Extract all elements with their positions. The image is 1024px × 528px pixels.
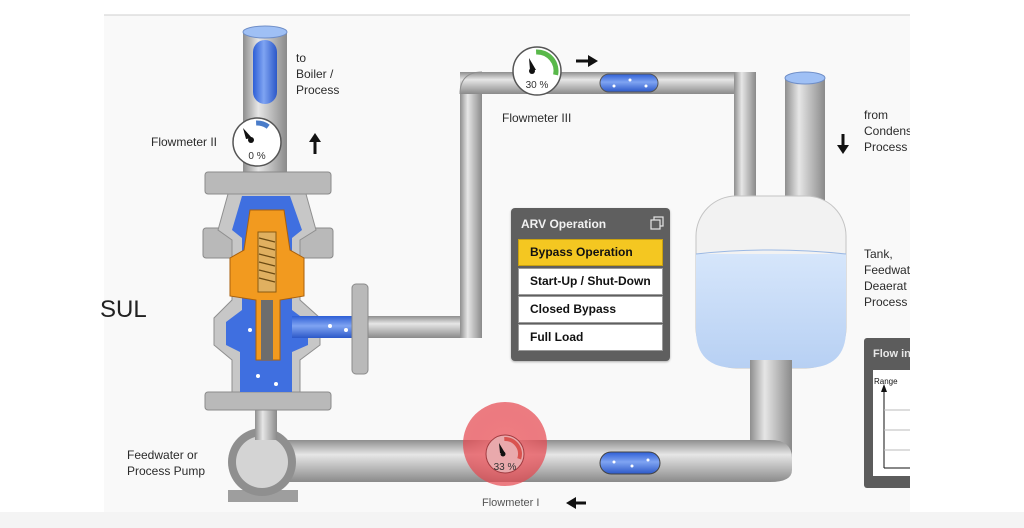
label-from-condensate-line1: from bbox=[864, 108, 888, 122]
feedwater-pump bbox=[228, 410, 298, 502]
label-tank: Tank, Feedwat Deaerat Process bbox=[864, 246, 910, 310]
label-tank-line2: Feedwat bbox=[864, 263, 911, 277]
arc-i-fill bbox=[504, 437, 522, 460]
flowmeter-i-gauge[interactable]: 33 % bbox=[485, 434, 525, 474]
label-tank-line3: Deaerat bbox=[864, 279, 907, 293]
label-to-boiler-line1: to bbox=[296, 51, 307, 65]
label-to-boiler: to Boiler / Process bbox=[296, 50, 339, 98]
flowmeter-iii-needle-icon bbox=[529, 58, 536, 70]
feedwater-tank bbox=[695, 195, 847, 369]
label-from-condensate: from Condens Process bbox=[864, 107, 912, 155]
arv-option-startup-shutdown[interactable]: Start-Up / Shut-Down bbox=[518, 268, 663, 295]
pipe-from-condensate bbox=[784, 71, 826, 208]
label-sul: SUL bbox=[100, 296, 147, 323]
arrow-down-icon bbox=[837, 134, 849, 154]
arrow-up-icon bbox=[309, 133, 321, 154]
arrow-left-icon bbox=[566, 497, 586, 509]
label-to-boiler-line3: Process bbox=[296, 83, 340, 97]
label-pump: Feedwater or Process Pump bbox=[127, 447, 205, 479]
label-from-condensate-line3: Process bbox=[864, 140, 908, 154]
flowmeter-iii-gauge[interactable]: 30 % bbox=[512, 46, 562, 96]
flow-panel-title: Flow in bbox=[873, 348, 911, 360]
arv-operation-panel: ARV Operation Bypass Operation Start-Up … bbox=[511, 208, 670, 361]
flow-panel-range-label: Range bbox=[874, 377, 898, 386]
label-pump-line1: Feedwater or bbox=[127, 448, 198, 462]
bottom-strip bbox=[0, 512, 1024, 528]
arv-valve-body bbox=[202, 171, 369, 411]
flowmeter-i-needle-icon bbox=[499, 443, 505, 453]
restore-window-icon[interactable] bbox=[650, 216, 664, 230]
label-to-boiler-line2: Boiler / bbox=[296, 67, 334, 81]
arv-option-closed-bypass[interactable]: Closed Bypass bbox=[518, 296, 663, 323]
label-flowmeter-ii: Flowmeter II bbox=[151, 135, 218, 149]
flowmeter-ii-gauge[interactable]: 0 % bbox=[232, 117, 282, 167]
label-pump-line2: Process Pump bbox=[127, 464, 206, 478]
label-tank-line4: Process bbox=[864, 295, 908, 309]
right-margin bbox=[910, 0, 1024, 528]
flowmeter-ii-needle-icon bbox=[243, 128, 252, 139]
label-flowmeter-i: Flowmeter I bbox=[482, 497, 540, 509]
label-flowmeter-iii: Flowmeter III bbox=[502, 111, 572, 125]
arrow-right-icon bbox=[576, 55, 598, 67]
flowmeter-iii-value: 30 % bbox=[526, 80, 549, 91]
arv-option-full-load[interactable]: Full Load bbox=[518, 324, 663, 351]
arc-ii-fill bbox=[255, 120, 270, 129]
arv-option-bypass-operation[interactable]: Bypass Operation bbox=[518, 239, 663, 266]
arv-panel-title: ARV Operation bbox=[521, 217, 607, 231]
arc-iii-fill bbox=[535, 49, 559, 76]
label-from-condensate-line2: Condens bbox=[864, 124, 913, 138]
flowmeter-ii-value: 0 % bbox=[248, 151, 265, 162]
label-tank-line1: Tank, bbox=[864, 247, 893, 261]
flowmeter-i-value: 33 % bbox=[494, 462, 517, 473]
